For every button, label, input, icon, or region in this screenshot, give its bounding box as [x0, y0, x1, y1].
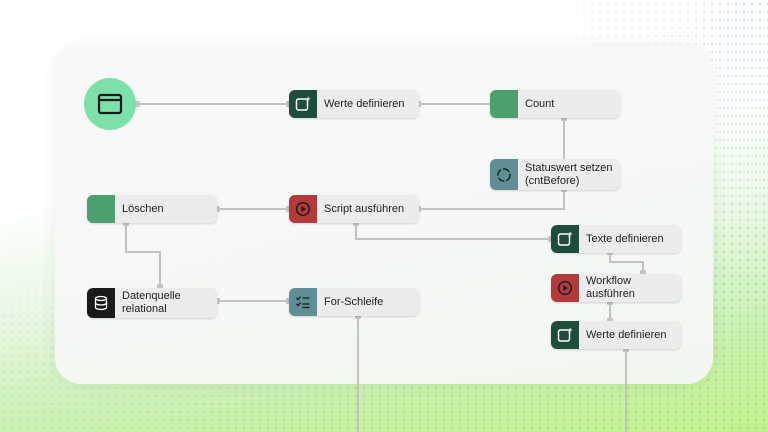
play-circle-icon: [551, 274, 579, 302]
node-for-schleife[interactable]: For-Schleife: [289, 288, 419, 316]
node-label: Löschen: [122, 202, 164, 215]
wire-loeschen-datenquelle: [125, 223, 161, 288]
wire-script-texte: [355, 223, 552, 240]
play-circle-icon: [289, 195, 317, 223]
node-texte-definieren[interactable]: Texte definieren: [551, 225, 681, 253]
node-label: For-Schleife: [324, 295, 384, 308]
node-label: Script ausführen: [324, 202, 405, 215]
node-label: Texte definieren: [586, 232, 664, 245]
sparkle-square-icon: [289, 90, 317, 118]
sparkle-square-icon: [551, 225, 579, 253]
node-werte-definieren-2[interactable]: Werte definieren: [551, 321, 681, 349]
node-label: Werte definieren: [586, 328, 667, 341]
node-color-chip: [490, 90, 518, 118]
node-workflow-ausfuehren[interactable]: Workflow ausführen: [551, 274, 681, 302]
start-node[interactable]: [84, 78, 136, 130]
circle-refresh-icon: [490, 159, 518, 190]
database-icon: [87, 288, 115, 318]
sparkle-square-icon: [551, 321, 579, 349]
node-label: Werte definieren: [324, 97, 405, 110]
node-label: Statuswert setzen(cntBefore): [525, 161, 613, 187]
checklist-icon: [289, 288, 317, 316]
node-count[interactable]: Count: [490, 90, 620, 118]
node-loeschen[interactable]: Löschen: [87, 195, 217, 223]
node-statuswert-setzen[interactable]: Statuswert setzen(cntBefore): [490, 159, 620, 190]
window-icon: [97, 93, 123, 115]
node-label: Workflow ausführen: [586, 275, 635, 300]
node-script-ausfuehren[interactable]: Script ausführen: [289, 195, 419, 223]
node-color-chip: [87, 195, 115, 223]
wire-status-script: [418, 190, 565, 210]
node-label: Count: [525, 97, 555, 110]
wire-texte-workflow: [609, 252, 644, 274]
node-werte-definieren-1[interactable]: Werte definieren: [289, 90, 419, 118]
